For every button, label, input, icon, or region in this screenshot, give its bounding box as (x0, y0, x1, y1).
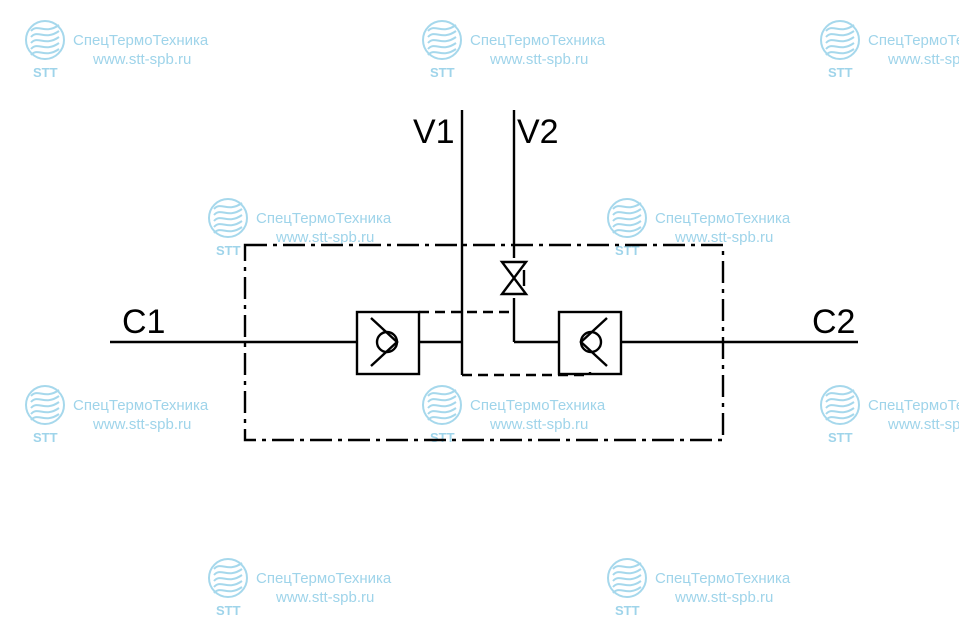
watermark-company: СпецТермоТехника (73, 397, 209, 414)
stt-logo-icon (607, 198, 647, 238)
port-label-c1: C1 (122, 303, 165, 341)
watermark-logo-text: STT (615, 603, 640, 618)
stt-logo-icon (208, 198, 248, 238)
watermark-url: www.stt-spb.ru (275, 589, 374, 606)
watermark: STT СпецТермоТехника www.stt-spb.ru (422, 20, 606, 80)
watermark-layer: STTСпецТермоТехникаwww.stt-spb.ruSTTСпец… (25, 20, 959, 618)
stt-logo-icon (422, 20, 462, 60)
left-check-valve (355, 310, 421, 376)
watermark-logo-text: STT (828, 65, 853, 80)
watermark-url: www.stt-spb.ru (489, 51, 588, 68)
watermark: STT СпецТермоТехника www.stt-spb.ru (25, 20, 209, 80)
watermark-logo-text: STT (33, 430, 58, 445)
watermark-logo-text: STT (216, 243, 241, 258)
stt-logo-icon (208, 558, 248, 598)
watermark-url: www.stt-spb.ru (887, 51, 959, 68)
watermark-logo-text: STT (430, 430, 455, 445)
port-label-c2: C2 (812, 303, 855, 341)
watermark-company: СпецТермоТехника (655, 570, 791, 587)
watermark: STT СпецТермоТехника www.stt-spb.ru (422, 385, 606, 445)
watermark: STT СпецТермоТехника www.stt-spb.ru (25, 385, 209, 445)
throttle-valve-v2 (499, 260, 529, 296)
watermark-logo-text: STT (216, 603, 241, 618)
port-label-v2: V2 (517, 113, 559, 151)
stt-logo-icon (607, 558, 647, 598)
watermark-company: СпецТермоТехника (470, 397, 606, 414)
watermark-company: СпецТермоТехника (470, 32, 606, 49)
watermark-url: www.stt-spb.ru (92, 51, 191, 68)
watermark-company: СпецТермоТехника (256, 570, 392, 587)
watermark-logo-text: STT (828, 430, 853, 445)
watermark: STT СпецТермоТехника www.stt-spb.ru (607, 558, 791, 618)
port-label-v1: V1 (413, 113, 455, 151)
watermark-url: www.stt-spb.ru (674, 229, 773, 246)
watermark-company: СпецТермоТехника (256, 210, 392, 227)
watermark-url: www.stt-spb.ru (92, 416, 191, 433)
watermark-url: www.stt-spb.ru (674, 589, 773, 606)
watermark-url: www.stt-spb.ru (275, 229, 374, 246)
watermark-company: СпецТермоТехника (868, 397, 959, 414)
watermark: STT СпецТермоТехника www.stt-spb.ru (208, 558, 392, 618)
watermark: STT СпецТермоТехника www.stt-spb.ru (820, 20, 959, 80)
watermark-logo-text: STT (615, 243, 640, 258)
stt-logo-icon (820, 385, 860, 425)
stt-logo-icon (820, 20, 860, 60)
watermark-company: СпецТермоТехника (655, 210, 791, 227)
watermark-url: www.stt-spb.ru (887, 416, 959, 433)
watermark: STT СпецТермоТехника www.stt-spb.ru (607, 198, 791, 258)
right-check-valve (557, 310, 623, 376)
watermark: STT СпецТермоТехника www.stt-spb.ru (820, 385, 959, 445)
stt-logo-icon (422, 385, 462, 425)
watermark-logo-text: STT (430, 65, 455, 80)
watermark-logo-text: STT (33, 65, 58, 80)
watermark: STT СпецТермоТехника www.stt-spb.ru (208, 198, 392, 258)
watermark-company: СпецТермоТехника (73, 32, 209, 49)
stt-logo-icon (25, 20, 65, 60)
stt-logo-icon (25, 385, 65, 425)
watermark-company: СпецТермоТехника (868, 32, 959, 49)
watermark-url: www.stt-spb.ru (489, 416, 588, 433)
